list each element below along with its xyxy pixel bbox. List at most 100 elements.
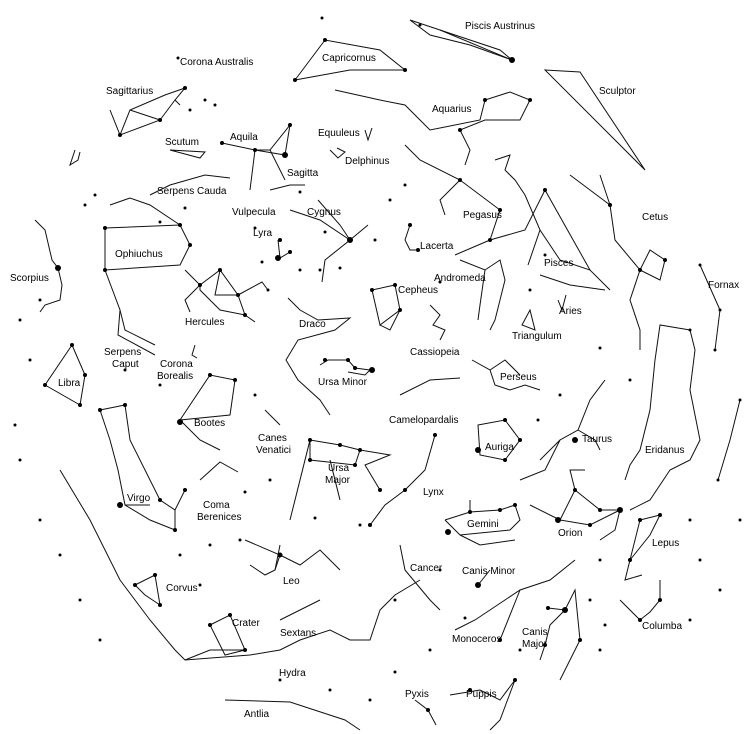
label-corona-borealis-1: Corona — [160, 359, 193, 370]
label-eridanus: Eridanus — [645, 445, 684, 456]
label-corona-australis: Corona Australis — [180, 57, 253, 68]
ursa-minor-lines — [319, 359, 372, 376]
label-hercules: Hercules — [185, 317, 224, 328]
corona-australis-lines — [69, 149, 81, 167]
label-canis-major-1: Canis — [522, 627, 548, 638]
serpens-caput-lines — [119, 309, 156, 346]
puppis-lines — [449, 679, 516, 731]
label-sextans: Sextans — [280, 628, 316, 639]
canes-venatici-lines — [264, 409, 281, 426]
lepus-lines — [629, 514, 661, 561]
label-lynx: Lynx — [423, 487, 444, 498]
pisces-lines — [494, 154, 611, 291]
star-sirius — [562, 607, 568, 613]
star-rigel — [617, 507, 623, 513]
stars — [13, 16, 742, 712]
capricornus-lines — [294, 39, 407, 81]
auriga-lines — [477, 419, 521, 461]
perseus-lines — [471, 359, 541, 391]
columba-lines — [619, 580, 661, 621]
label-cygnus: Cygnus — [307, 207, 341, 218]
label-perseus: Perseus — [500, 372, 537, 383]
corona-borealis-lines — [191, 344, 198, 359]
label-canis-major-2: Major — [522, 639, 548, 650]
label-ursa-minor: Ursa Minor — [318, 377, 368, 388]
label-delphinus: Delphinus — [345, 156, 389, 167]
label-pegasus: Pegasus — [463, 210, 502, 221]
label-orion: Orion — [558, 528, 582, 539]
label-andromeda: Andromeda — [434, 273, 486, 284]
antlia-lines — [224, 699, 361, 731]
canis-minor-lines — [477, 569, 491, 586]
label-cetus: Cetus — [642, 212, 668, 223]
label-serpens-caput-2: Caput — [112, 359, 139, 370]
label-antlia: Antlia — [244, 709, 269, 720]
label-serpens-cauda: Serpens Cauda — [157, 186, 227, 197]
label-crater: Crater — [232, 618, 260, 629]
label-canes-venatici-1: Canes — [258, 433, 287, 444]
virgo-lines — [99, 404, 186, 511]
cetus-lines — [569, 174, 666, 350]
label-aries: Aries — [559, 306, 582, 317]
gemini-lines — [444, 504, 521, 536]
label-corvus: Corvus — [166, 583, 198, 594]
aries-lines — [557, 294, 567, 312]
canis-major-lines — [547, 588, 581, 681]
label-canis-minor: Canis Minor — [462, 566, 516, 577]
star-altair — [282, 152, 288, 158]
star-arcturus — [177, 419, 183, 425]
star-spica — [117, 502, 123, 508]
fornax-lines — [699, 264, 721, 351]
label-triangulum: Triangulum — [512, 331, 562, 342]
delphinus-lines — [329, 147, 346, 159]
star-pollux — [445, 529, 451, 535]
label-pyxis: Pyxis — [405, 689, 429, 700]
star-deneb — [347, 237, 353, 243]
star-antares — [55, 265, 61, 271]
label-ursa-major-2: Major — [325, 475, 351, 486]
label-gemini: Gemini — [467, 519, 499, 530]
label-sculptor: Sculptor — [599, 86, 636, 97]
label-lepus: Lepus — [652, 538, 679, 549]
serpens-cauda-lines — [149, 174, 231, 196]
label-coma-berenices-1: Coma — [203, 500, 230, 511]
scorpius-lines — [34, 219, 63, 313]
label-coma-berenices-2: Berenices — [197, 512, 241, 523]
label-lyra: Lyra — [253, 228, 273, 239]
star-betelgeuse — [555, 517, 561, 523]
label-sagittarius: Sagittarius — [106, 86, 153, 97]
label-bootes: Bootes — [194, 418, 225, 429]
star-regulus — [277, 552, 283, 558]
label-vulpecula: Vulpecula — [232, 207, 276, 218]
label-monoceros: Monoceros — [452, 634, 501, 645]
label-ursa-major-1: Ursa — [328, 463, 350, 474]
label-serpens-caput-1: Serpens — [104, 347, 141, 358]
corvus-lines — [134, 574, 161, 607]
label-columba: Columba — [642, 621, 682, 632]
hercules-lines — [199, 269, 246, 316]
sagittarius-lines — [109, 86, 187, 136]
cassiopeia-lines — [429, 304, 446, 341]
label-lacerta: Lacerta — [420, 241, 454, 252]
aquarius-lines — [334, 89, 531, 166]
orion-lines — [559, 489, 621, 526]
eridanus-lines — [629, 329, 701, 511]
sextans-lines — [279, 599, 321, 621]
label-canes-venatici-2: Venatici — [256, 445, 291, 456]
star-capella — [475, 447, 481, 453]
label-virgo: Virgo — [127, 493, 151, 504]
hydra-lines — [59, 469, 421, 661]
lacerta-lines — [404, 224, 418, 251]
scutum-lines — [169, 149, 207, 159]
draco-lines — [285, 297, 352, 416]
label-capricornus: Capricornus — [322, 53, 376, 64]
constellation-lines — [34, 19, 741, 731]
star-procyon — [475, 582, 481, 588]
ophiuchus-lines — [104, 224, 191, 271]
label-fornax: Fornax — [708, 280, 739, 291]
label-cancer: Cancer — [410, 563, 443, 574]
star-vega — [275, 255, 281, 261]
label-leo: Leo — [283, 576, 300, 587]
camelopardalis-lines — [399, 377, 461, 396]
